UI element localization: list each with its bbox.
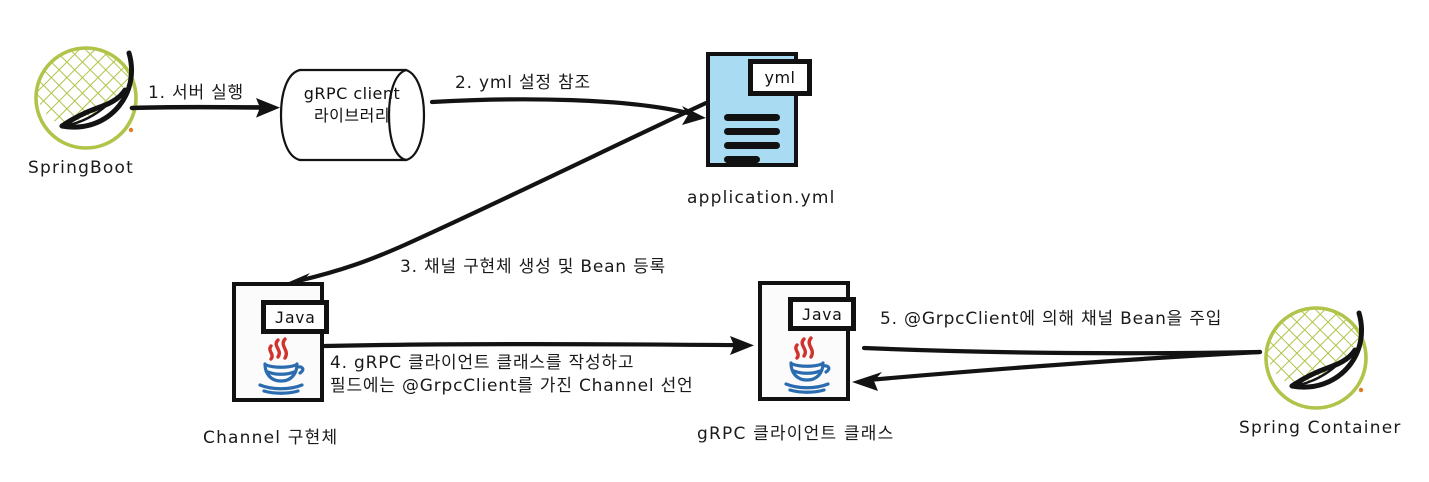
- springboot-caption: SpringBoot: [28, 158, 134, 178]
- step-5-arrow: [852, 345, 1263, 391]
- spring-container-caption: Spring Container: [1239, 418, 1402, 438]
- yml-tab-label: yml: [748, 59, 812, 96]
- doc-line: [724, 114, 780, 121]
- step-1-arrow: [129, 98, 280, 118]
- grpc-library-cylinder: gRPC client 라이브러리: [278, 55, 438, 165]
- java-cup-icon: [776, 333, 838, 395]
- spring-leaf-icon: [1258, 298, 1378, 418]
- application-yml-caption: application.yml: [687, 188, 836, 208]
- java-cup-icon: [250, 334, 312, 396]
- spring-leaf-icon: [28, 38, 148, 158]
- grpc-client-class-tab-label: Java: [788, 297, 856, 331]
- doc-line: [724, 128, 780, 135]
- doc-line: [724, 142, 780, 149]
- doc-line: [724, 156, 760, 163]
- grpc-library-line1: gRPC client: [303, 84, 401, 103]
- step-4-label-line2: 필드에는 @GrpcClient를 가진 Channel 선언: [330, 375, 694, 396]
- step-2-label: 2. yml 설정 참조: [455, 73, 591, 93]
- channel-impl-caption: Channel 구현체: [203, 428, 339, 448]
- grpc-client-class-caption: gRPC 클라이언트 클래스: [697, 424, 895, 444]
- step-4-arrow: [322, 336, 754, 355]
- step-3-label: 3. 채널 구현체 생성 및 Bean 등록: [400, 257, 666, 277]
- grpc-library-text: gRPC client 라이브러리: [292, 83, 412, 126]
- step-4-label-line1: 4. gRPC 클라이언트 클래스를 작성하고: [330, 353, 635, 373]
- step-1-label: 1. 서버 실행: [148, 83, 244, 103]
- step-5-label: 5. @GrpcClient에 의해 채널 Bean을 주입: [880, 309, 1223, 329]
- channel-impl-tab-label: Java: [261, 300, 329, 334]
- grpc-library-line2: 라이브러리: [313, 105, 391, 125]
